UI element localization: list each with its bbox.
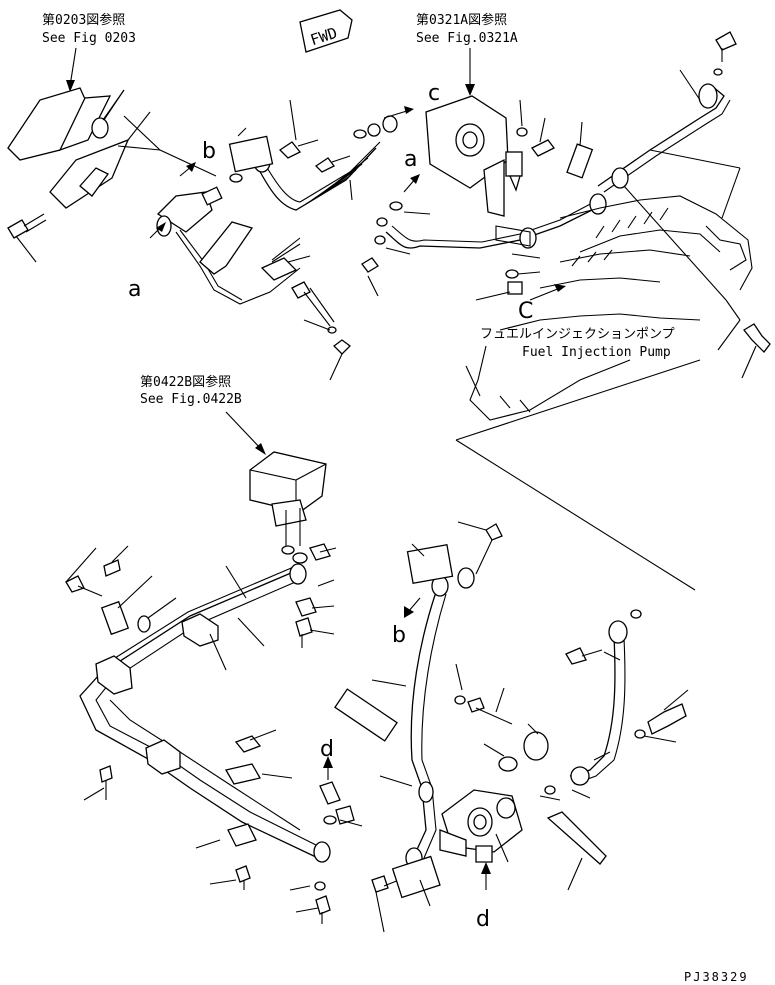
- bolt-long-top: [291, 281, 351, 355]
- label-d-lower: d: [476, 907, 490, 932]
- small-parts-middle: [361, 127, 594, 295]
- label-d-upper: d: [320, 737, 334, 762]
- ref-fig0203-en: See Fig 0203: [42, 31, 136, 46]
- label-a-left: a: [128, 277, 141, 302]
- upper-right-pipe: [597, 31, 737, 193]
- center-lower-hose: [334, 523, 549, 899]
- drawing-code: PJ38329: [684, 970, 749, 984]
- upper-fuel-hose: [228, 115, 398, 211]
- ref-arrow-0203: [66, 47, 77, 92]
- sensor-unit: [156, 173, 301, 305]
- ref-fig0203-jp: 第0203図参照: [42, 12, 125, 28]
- connection-arrows: [149, 106, 566, 890]
- clamp-bracket-top: [199, 221, 311, 281]
- filter-head: [439, 785, 607, 865]
- mid-fuel-pipe: [385, 193, 607, 249]
- pump-head: [425, 95, 523, 217]
- lower-left-pipes: [65, 559, 355, 924]
- label-b-top: b: [202, 139, 216, 164]
- bolt-left: [7, 213, 47, 263]
- fuel-filter-block: [249, 451, 331, 564]
- ref-fig0422b-jp: 第0422B図参照: [140, 374, 231, 390]
- label-C-pump: C: [518, 299, 533, 324]
- label-c-top: c: [428, 81, 440, 106]
- label-a-mid: a: [404, 147, 417, 172]
- ref-arrow-0321a: [465, 48, 475, 96]
- ref-fig0422b-en: See Fig.0422B: [140, 392, 242, 407]
- right-lower-hose: [565, 609, 687, 786]
- ref-fig0321a-jp: 第0321A図参照: [416, 12, 507, 28]
- fuel-pump-label-jp: フュエルインジェクションポンプ: [480, 327, 675, 342]
- leader-lines-lower-left: [65, 545, 363, 913]
- fwd-arrow-icon: FWD: [299, 9, 353, 53]
- ref-fig0321a-en: See Fig.0321A: [416, 31, 518, 46]
- label-b-lower: b: [392, 623, 406, 648]
- leader-lines-lower-right: [371, 521, 689, 933]
- ref-arrow-0422b: [225, 411, 266, 455]
- fuel-injection-pump: [465, 195, 753, 421]
- fuel-pump-label-en: Fuel Injection Pump: [522, 345, 671, 360]
- leader-lines-top: [103, 89, 771, 591]
- top-left-bracket: [7, 87, 217, 209]
